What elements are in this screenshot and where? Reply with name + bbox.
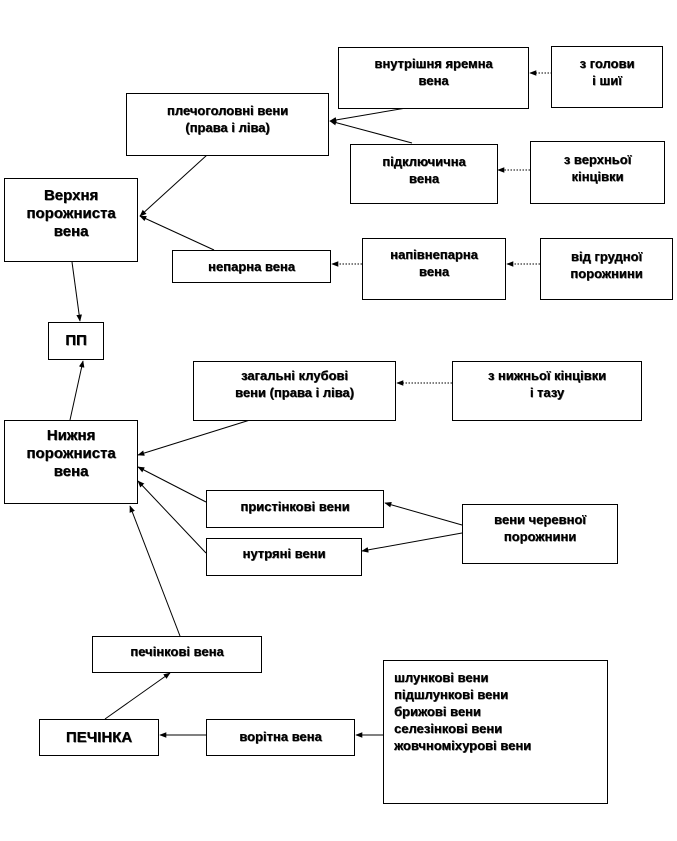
label-line: напівнепарна — [390, 247, 478, 262]
label-line: порожниста — [26, 445, 116, 462]
label-line: вена — [408, 171, 440, 186]
box-liver: ПЕЧІНКА — [39, 719, 159, 756]
label-line: кінцівки — [571, 169, 624, 184]
arrow-azygos-to-svc — [139, 215, 215, 251]
label-line: жовчноміхурові вени — [394, 738, 532, 753]
box-brachiocephalic-veins: плечоголовні вени (права і ліва) — [126, 93, 329, 156]
arrow-iliac-to-ivc — [137, 419, 251, 456]
label-line: підшлункові вени — [394, 687, 509, 702]
label-line: нутряні вени — [242, 546, 326, 561]
label-line: вена — [418, 73, 449, 88]
box-portal-vein: ворітна вена — [206, 719, 355, 756]
box-common-iliac-veins: загальні клубові вени (права і ліва) — [193, 361, 396, 421]
label-line: і шиї — [592, 73, 622, 88]
label-line: загальні клубові — [240, 368, 349, 383]
label-line: ворітна вена — [239, 729, 322, 744]
label-line: внутрішня яремна — [374, 56, 493, 71]
label-line: Нижня — [46, 427, 96, 444]
arrow-brachiocephalic-to-svc — [139, 154, 208, 217]
label-line: вени черевної — [494, 512, 586, 527]
label-line: селезінкові вени — [394, 721, 503, 736]
arrow-visceral-to-ivc — [137, 480, 207, 554]
box-azygos-vein: непарна вена — [172, 250, 331, 283]
box-superior-vena-cava: Верхня порожниста вена — [4, 178, 138, 262]
arrow-abdominal-to-visceral — [361, 532, 463, 553]
box-inferior-vena-cava: Нижня порожниста вена — [4, 420, 138, 504]
label-line: шлункові вени — [394, 670, 489, 685]
arrow-parietal-to-ivc — [137, 466, 207, 503]
box-portal-tributaries: шлункові вени підшлункові вени брижові в… — [383, 660, 608, 804]
label-line: вени (права і ліва) — [235, 385, 354, 400]
arrow-subclavian-to-brachiocephalic — [329, 119, 413, 144]
arrow-jugular-to-brachiocephalic — [329, 106, 413, 123]
label-line: плечоголовні вени — [166, 103, 289, 118]
box-lower-limb-pelvis: з нижньої кінцівки і тазу — [452, 361, 642, 421]
box-head-neck: з голови і шиї — [551, 46, 663, 108]
arrow-ivc-to-ra — [69, 360, 85, 421]
label-line: вена — [418, 264, 450, 279]
arrow-hepatic-to-ivc — [129, 505, 181, 637]
label-line: ПП — [65, 332, 87, 349]
box-visceral-veins: нутряні вени — [206, 538, 362, 576]
label-line: підключична — [382, 154, 466, 169]
label-line: печінкові вена — [130, 644, 224, 659]
label-line: вена — [53, 223, 89, 240]
label-line: від грудної — [570, 249, 643, 264]
arrow-liver-to-hepatic — [104, 672, 171, 720]
label-line: ПЕЧІНКА — [65, 729, 133, 746]
label-line: порожниста — [26, 205, 116, 222]
arrow-abdominal-to-parietal — [384, 502, 463, 526]
box-right-atrium: ПП — [48, 322, 104, 360]
label-line: брижові вени — [394, 704, 481, 719]
label-line: порожнини — [503, 529, 577, 544]
box-parietal-veins: пристінкові вени — [206, 490, 384, 528]
label-line: з голови — [579, 56, 635, 71]
box-hepatic-veins: печінкові вена — [92, 636, 262, 673]
box-abdominal-cavity-veins: вени черевної порожнини — [462, 504, 618, 564]
box-upper-limb: з верхньої кінцівки — [530, 141, 665, 204]
label-line: Верхня — [43, 187, 99, 204]
label-line: з верхньої — [563, 152, 632, 167]
box-thoracic-cavity: від грудної порожнини — [540, 238, 673, 300]
label-line: з нижньої кінцівки — [487, 368, 607, 383]
label-line: непарна вена — [208, 259, 295, 274]
box-internal-jugular-vein: внутрішня яремна вена — [338, 47, 529, 109]
box-subclavian-vein: підключична вена — [350, 144, 498, 204]
label-line: вена — [53, 463, 89, 480]
label-line: порожнини — [570, 266, 643, 281]
arrow-svc-to-ra — [71, 261, 82, 322]
label-line: пристінкові вени — [240, 499, 350, 514]
label-line: і тазу — [529, 385, 565, 400]
label-line: (права і ліва) — [185, 120, 270, 135]
box-hemiazygos-vein: напівнепарна вена — [362, 238, 506, 300]
